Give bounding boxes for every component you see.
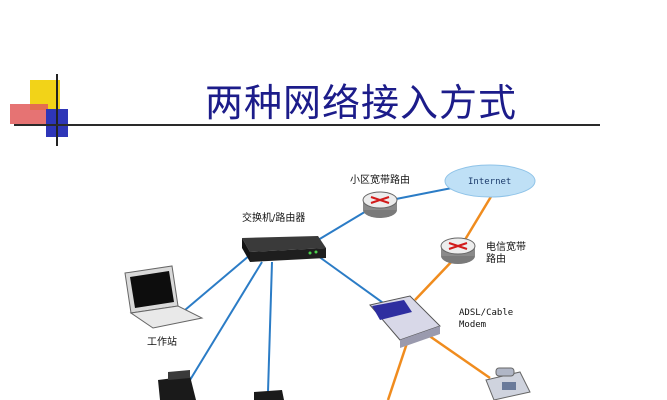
link-switch-district: [317, 209, 369, 241]
internet-label: Internet: [468, 177, 512, 187]
switch-router-label: 交换机/路由器: [242, 213, 306, 224]
district-router-icon: [362, 191, 398, 218]
laptop-icon: [124, 265, 204, 329]
telecom-router-label: 电信宽带 路由: [486, 242, 526, 265]
link-modem-phone: [427, 333, 491, 380]
modem-label: ADSL/Cable Modem: [459, 308, 514, 330]
district-router-label: 小区宽带路由: [350, 175, 410, 186]
desktop-pc-icon-2: [254, 390, 284, 400]
telephone-icon: [485, 367, 531, 400]
decor-red-bar: [10, 104, 48, 124]
desktop-pc-icon: [158, 370, 196, 400]
telecom-router-icon: [440, 237, 476, 264]
switch-icon: [242, 236, 326, 262]
link-switch-pc2: [267, 261, 273, 393]
modem-icon: [369, 295, 441, 348]
link-modem-down: [386, 339, 410, 400]
link-switch-modem: [317, 255, 387, 306]
link-switch-laptop: [184, 254, 251, 311]
workstation-label: 工作站: [147, 337, 177, 348]
link-internet-telecom: [458, 189, 497, 249]
link-telecom-modem: [414, 257, 456, 301]
internet-cloud: [444, 164, 536, 198]
title-underline: [14, 124, 600, 126]
slide-title: 两种网络接入方式: [205, 81, 518, 125]
link-switch-pc1: [189, 261, 263, 381]
decor-vertical-line: [56, 74, 58, 146]
